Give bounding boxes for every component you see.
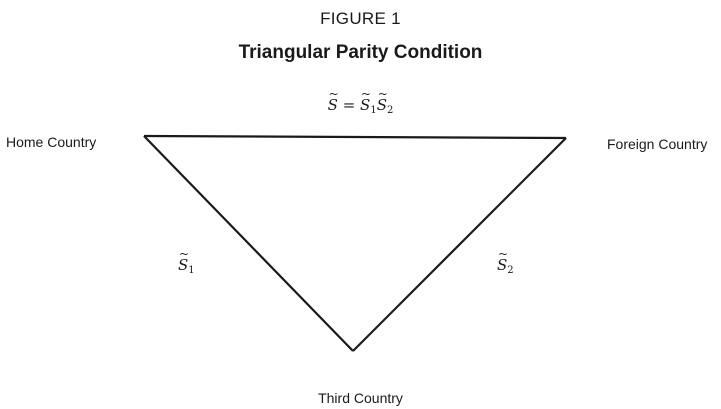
node-third-country: Third Country [318,390,403,406]
edge-label-sub: 1 [188,265,195,276]
edge-label-direct-rate: S = S1S2 [0,87,721,116]
edge-label-symbol: S [328,87,339,114]
edge-foreign-third [352,137,567,352]
edge-home-third [143,135,354,352]
edge-label-term1-sub: 1 [370,105,377,116]
edge-label-rate-2: S2 [497,247,514,276]
node-home-country: Home Country [6,134,97,150]
figure-title: Triangular Parity Condition [238,42,483,63]
edge-label-term1-symbol: S [360,87,371,114]
edge-label-sub: 2 [507,265,514,276]
edge-label-symbol: S [497,247,508,274]
edge-label-symbol: S [178,247,189,274]
edge-label-term2-sub: 2 [386,105,394,116]
edge-label-rate-1: S1 [178,247,195,276]
equals-sign: = [342,96,356,114]
node-foreign-country: Foreign Country [607,136,708,152]
edge-home-foreign [143,134,567,140]
edge-label-term2-symbol: S [377,87,388,114]
figure-label: FIGURE 1 [320,9,401,28]
